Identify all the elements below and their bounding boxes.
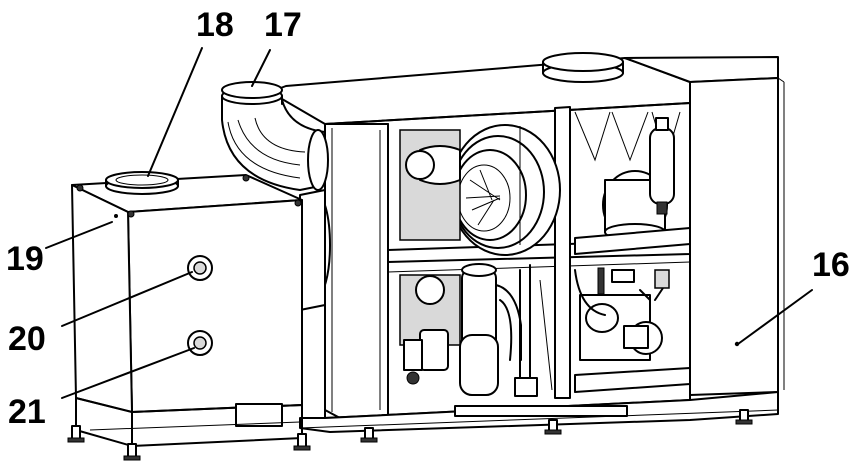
air-duct-elbow: [221, 81, 329, 191]
callout-18: 18: [196, 6, 234, 44]
tank-front-panel: [127, 199, 303, 413]
callout-17: 17: [264, 6, 302, 44]
callout-21: 21: [8, 393, 46, 431]
levelling-feet: [67, 409, 753, 461]
callout-19: 19: [6, 240, 44, 278]
main-cabinet: [269, 52, 785, 433]
right-side-panel: [689, 77, 779, 396]
side-fan-ring: [299, 189, 331, 311]
blower-assembly: [399, 124, 561, 256]
upper-right-bay: [574, 111, 691, 255]
leader-lines: [45, 47, 813, 399]
callout-20: 20: [8, 320, 46, 358]
lower-bay-components: [399, 263, 691, 397]
tank-module: [71, 171, 303, 447]
callout-16: 16: [812, 246, 850, 284]
